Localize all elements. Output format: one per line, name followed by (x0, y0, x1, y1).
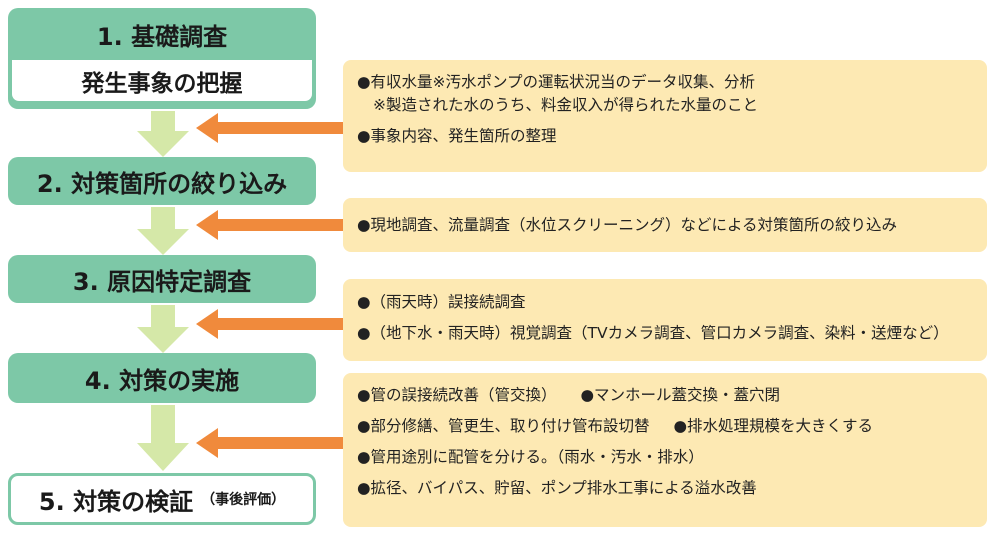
left-arrow-icon (196, 210, 344, 240)
step-1-subtitle: 発生事象の把握 (12, 60, 312, 101)
info-4-line-1: ●管の誤接続改善（管交換） ●マンホール蓋交換・蓋穴閉 (357, 385, 973, 406)
step-2-box: 2. 対策箇所の絞り込み (8, 157, 316, 205)
step-5-box: 5. 対策の検証 （事後評価） (8, 473, 316, 525)
info-4-line-4: ●拡径、バイパス、貯留、ポンプ排水工事による溢水改善 (357, 478, 757, 497)
info-4-item-capacity: ●排水処理規模を大きくする (673, 416, 874, 435)
info-4-line-2: ●部分修繕、管更生、取り付け管布設切替 ●排水処理規模を大きくする (357, 416, 973, 437)
info-1-line-1: ●有収水量※汚水ポンプの運転状況当のデータ収集、分析 (357, 73, 756, 91)
info-4-item-repair: ●部分修繕、管更生、取り付け管布設切替 (357, 416, 650, 435)
down-arrow-icon (137, 305, 189, 353)
down-arrow-icon (137, 207, 189, 255)
step-4-box: 4. 対策の実施 (8, 353, 316, 403)
info-box-2: ●現地調査、流量調査（水位スクリーニング）などによる対策箇所の絞り込み (343, 198, 987, 252)
down-arrow-icon (137, 111, 189, 157)
info-4-item-pipe-fix: ●管の誤接続改善（管交換） (357, 386, 557, 404)
left-arrow-icon (196, 113, 344, 143)
info-1-line-2: ●事象内容、発生箇所の整理 (357, 126, 557, 145)
info-4-item-manhole: ●マンホール蓋交換・蓋穴閉 (580, 386, 781, 404)
info-box-1: ●有収水量※汚水ポンプの運転状況当のデータ収集、分析 ※製造された水のうち、料金… (343, 60, 987, 172)
info-3-line-2: ●（地下水・雨天時）視覚調査（TVカメラ調査、管口カメラ調査、染料・送煙など） (357, 323, 949, 342)
info-2-line-1: ●現地調査、流量調査（水位スクリーニング）などによる対策箇所の絞り込み (357, 215, 898, 234)
info-box-3: ●（雨天時）誤接続調査 ●（地下水・雨天時）視覚調査（TVカメラ調査、管口カメラ… (343, 279, 987, 361)
step-5-subtitle: （事後評価） (201, 492, 286, 508)
info-1-note: ※製造された水のうち、料金収入が得られた水量のこと (373, 95, 758, 114)
info-4-line-3: ●管用途別に配管を分ける。（雨水・汚水・排水） (357, 447, 704, 466)
step-3-title: 3. 原因特定調査 (72, 267, 252, 296)
step-4-title: 4. 対策の実施 (84, 366, 240, 395)
info-box-4: ●管の誤接続改善（管交換） ●マンホール蓋交換・蓋穴閉 ●部分修繕、管更生、取り付… (343, 373, 987, 527)
down-arrow-icon (137, 405, 189, 471)
info-3-line-1: ●（雨天時）誤接続調査 (357, 293, 526, 311)
step-2-title: 2. 対策箇所の絞り込み (36, 169, 288, 198)
step-1-box: 1. 基礎調査 発生事象の把握 (8, 8, 316, 109)
step-5-title: 5. 対策の検証 (38, 487, 194, 516)
left-arrow-icon (196, 428, 344, 458)
left-arrow-icon (196, 309, 344, 339)
step-3-box: 3. 原因特定調査 (8, 255, 316, 303)
step-1-title: 1. 基礎調査 (96, 22, 228, 51)
